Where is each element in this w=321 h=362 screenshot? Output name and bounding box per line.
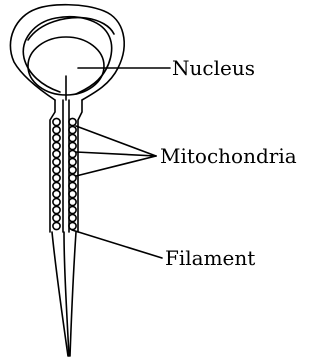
filament-label: Filament [165,246,255,270]
mitochondrion [53,190,60,197]
mitochondrion [53,126,60,133]
mitochondrion [53,222,60,229]
mitochondrion [53,214,60,221]
mitochondrion [53,142,60,149]
mitochondrion [69,118,76,125]
mitochondria-label: Mitochondria [160,144,297,168]
filament-pointer-line [72,230,162,258]
mitochondrion [69,222,76,229]
mitochondrion [53,174,60,181]
mitochondrion [69,126,76,133]
tail-right-edge [70,232,76,356]
mitochondrion [69,198,76,205]
nucleus-label: Nucleus [172,56,255,80]
midpiece-right-wall [78,100,82,232]
mitochondrion [53,158,60,165]
mitochondria [53,118,76,229]
mitochondrion [69,166,76,173]
mitochondrion [53,150,60,157]
mitochondrion [53,206,60,213]
mitochondrion [53,134,60,141]
mitochondrion [53,198,60,205]
mitochondrion [53,166,60,173]
mitochondrion [69,214,76,221]
mitochondrion [69,174,76,181]
mitochondrion [69,182,76,189]
mitochondrion [69,134,76,141]
mitochondria-pointer-line-2 [76,152,156,156]
mitochondrion [69,206,76,213]
mitochondrion [69,158,76,165]
mitochondrion [69,190,76,197]
mitochondrion [53,118,60,125]
mitochondrion [53,182,60,189]
mitochondria-pointer-line-1 [76,126,156,156]
mitochondrion [69,150,76,157]
mitochondria-pointer-line-3 [76,156,156,176]
mitochondrion [69,142,76,149]
